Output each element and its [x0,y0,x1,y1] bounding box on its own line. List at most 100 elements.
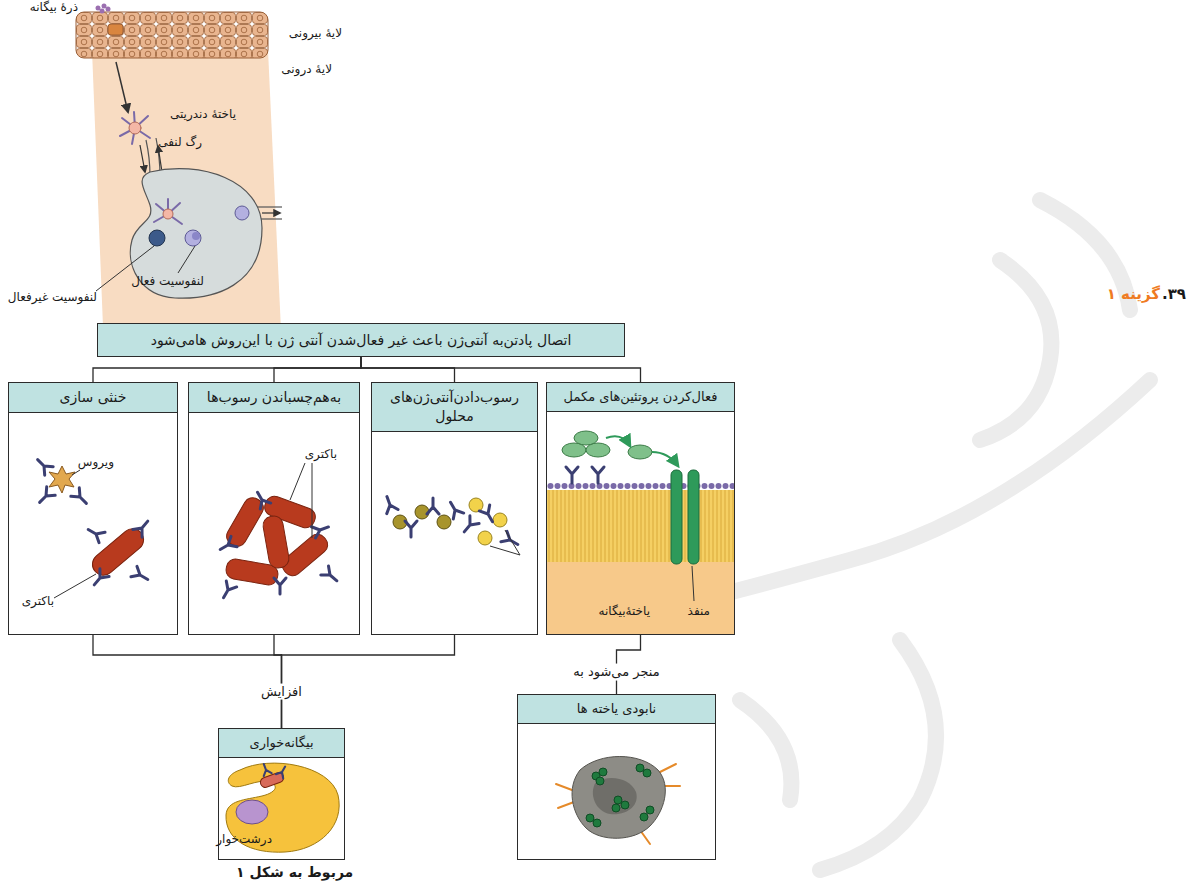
lymph-vessel-part [140,145,145,172]
precipitation-picture-part [493,513,507,527]
part-label: یاختهٔ‌بیگانه [599,604,651,619]
cell-death-picture-part-part [599,768,607,776]
phagocyte-picture-part [260,763,272,776]
box-heading: اتصال پادتن‌به آنتی‌ژن باعث غیر فعال‌شدن… [151,331,572,350]
part-label: ذرهٔ بیگانه [30,0,78,15]
cell-death-picture-part [572,757,665,839]
watermark-part [700,380,1150,600]
lymph-node-part [178,246,195,273]
complement-picture-part [547,482,734,490]
box-heading: رسوب‌دادن‌آنتی‌ژن‌های محلول [372,383,537,432]
neutralization-picture-part [133,517,152,537]
cell-death-picture-part-part [586,814,594,822]
skin-tissue-part [108,24,123,35]
skin-tissue [76,4,282,353]
agglutination-picture-part [290,463,305,500]
agglutination-picture-part [311,521,330,538]
part-label: لنفوسیت غیرفعال [8,290,97,305]
lymph-node-part [192,232,200,240]
dendritic-cell [120,112,150,144]
neutralization-picture-part [90,569,109,589]
cell-death-picture-part-part [643,769,651,777]
agglutination-picture-part [274,578,286,594]
watermark-part [980,260,1051,440]
agglutination-picture-part [252,489,270,509]
cell-death-picture-part-part [646,806,654,814]
connector [361,357,641,382]
cell-death-picture-part-part [558,802,574,808]
precipitation-picture-part [469,498,483,512]
part-label: باکتری [305,447,337,462]
neutralization-picture-part [33,455,53,475]
method-panel: رسوب‌دادن‌آنتی‌ژن‌های محلول [371,382,538,635]
precipitation-picture-part [479,505,497,525]
part-label: باکتری [22,594,54,609]
root-box: اتصال پادتن‌به آنتی‌ژن باعث غیر فعال‌شدن… [97,323,625,357]
cell-death-picture-part-part [636,764,644,772]
part-label: لایهٔ درونی [281,62,332,77]
cell-death-picture-part-part [612,804,620,812]
precipitation-picture [381,494,521,555]
part-label: درشت‌خوار [216,832,272,847]
complement-picture-part [606,436,630,446]
agglutination-picture-part [321,566,341,585]
connector [93,357,361,382]
cell-death-picture-part-part [660,764,676,772]
box-heading: خنثی سازی [9,383,177,413]
cell-death-picture-part [586,764,654,827]
precipitation-picture-part [437,515,451,529]
box-heading: نابودی یاخته ها [518,695,715,724]
connector [274,635,282,728]
neutralization-picture-part [71,488,91,508]
cell-death-picture [556,757,680,845]
neutralization-picture-part [131,566,151,584]
cell-death-picture-part-part [621,801,629,809]
lymph-vessel-part [146,140,150,176]
answer-note: ۳۹. [1162,285,1186,304]
watermark-part [740,700,791,800]
box-heading: فعال‌کردن پروتئین‌های مکمل [547,383,734,412]
figure-caption: مربوط به شکل ۱ [236,864,353,880]
complement-picture-part [671,470,682,564]
neutralization-picture-part [35,487,55,507]
complement-picture [547,431,734,634]
complement-picture-part [652,452,678,466]
skin-tissue-part [100,9,105,14]
agglutination-picture [217,463,341,601]
connector [361,357,455,382]
complement-picture-part [628,445,652,459]
phagocyte-picture-part [236,800,268,824]
connector-label: افزایش [258,683,305,700]
watermark [700,200,1150,870]
lymph-node-part [163,209,173,219]
agglutination-picture-part [218,581,236,601]
lymph-node-part [130,169,262,299]
part-label: ویروس [78,455,114,470]
precipitation-picture-part [490,546,520,555]
result-panel: نابودی یاخته ها [517,694,716,860]
complement-picture-part [547,562,734,634]
part-label: لنفوسیت فعال [131,274,204,289]
precipitation-picture-part [460,516,479,536]
watermark-part [820,640,936,870]
precipitation-picture-part [405,521,417,537]
complement-picture-part [592,467,604,483]
method-panel: به‌هم‌چسباندن رسوب‌ها [188,382,360,635]
agglutination-picture-part [262,515,291,570]
connector [282,635,455,728]
precipitation-picture-part [445,499,463,519]
part-label: منفذ [688,604,710,619]
lymph-node [96,169,262,299]
connector-label: منجر می‌شود به [570,664,663,681]
neutralization-picture-part [85,524,105,542]
skin-tissue-part [106,7,111,12]
cell-death-picture-part-part [640,813,648,821]
neutralization-picture-part [72,470,80,475]
complement-picture-part [574,431,598,445]
precipitation-picture-part [478,531,492,545]
cell-death-picture-part-part [596,777,604,785]
cell-death-picture-part-part [614,796,622,804]
skin-tissue-part [116,62,128,112]
